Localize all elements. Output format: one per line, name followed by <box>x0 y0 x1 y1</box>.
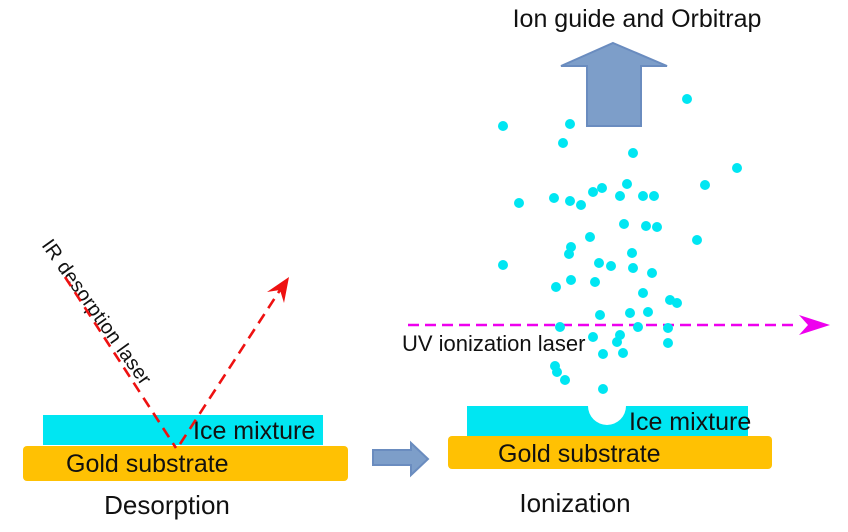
molecule-dot-icon <box>732 163 742 173</box>
molecule-dot-icon <box>565 119 575 129</box>
molecule-dot-icon <box>672 298 682 308</box>
molecule-dot-icon <box>558 138 568 148</box>
molecule-dot-icon <box>590 277 600 287</box>
up-arrow-icon <box>560 41 668 127</box>
molecule-dot-icon <box>638 191 648 201</box>
molecule-dot-icon <box>597 183 607 193</box>
right-gold-substrate-bar <box>448 436 772 469</box>
right-panel-caption: Ionization <box>519 488 631 518</box>
molecule-dot-icon <box>598 384 608 394</box>
molecule-dot-icon <box>588 187 598 197</box>
molecule-dot-icon <box>514 198 524 208</box>
molecule-dot-icon <box>560 375 570 385</box>
molecule-dot-icon <box>647 268 657 278</box>
molecule-dot-icon <box>627 248 637 258</box>
molecule-dot-icon <box>555 322 565 332</box>
left-gold-substrate-label: Gold substrate <box>66 450 229 478</box>
molecule-dot-icon <box>628 263 638 273</box>
molecule-dot-icon <box>612 337 622 347</box>
ir-laser-beam-incoming <box>63 276 178 449</box>
uv-laser-arrowhead-icon <box>799 315 830 335</box>
molecule-dot-icon <box>588 332 598 342</box>
molecule-dot-icon <box>643 307 653 317</box>
molecule-dot-icon <box>606 261 616 271</box>
molecule-dot-icon <box>564 249 574 259</box>
molecule-dot-icon <box>633 322 643 332</box>
molecule-dot-icon <box>498 260 508 270</box>
molecule-dot-icon <box>498 121 508 131</box>
molecule-dot-icon <box>628 148 638 158</box>
left-gold-substrate-bar <box>23 446 348 481</box>
molecule-dot-icon <box>615 191 625 201</box>
right-arrow-icon <box>372 440 430 478</box>
molecule-dot-icon <box>649 191 659 201</box>
ion-guide-orbitrap-label: Ion guide and Orbitrap <box>512 5 762 33</box>
molecule-dot-icon <box>625 308 635 318</box>
molecule-dot-icon <box>652 222 662 232</box>
molecule-dot-icon <box>585 232 595 242</box>
molecule-dot-icon <box>550 361 560 371</box>
right-ice-mixture-label: Ice mixture <box>629 408 752 436</box>
molecule-dot-icon <box>638 288 648 298</box>
uv-ionization-laser-label: UV ionization laser <box>402 331 586 356</box>
molecule-dot-icon <box>700 180 710 190</box>
molecule-dot-icon <box>618 348 628 358</box>
molecule-dot-icon <box>663 338 673 348</box>
molecule-dot-icon <box>595 310 605 320</box>
molecule-dot-icon <box>551 282 561 292</box>
molecule-dot-icon <box>549 193 559 203</box>
molecule-dot-icon <box>619 219 629 229</box>
molecule-dot-icon <box>598 349 608 359</box>
molecule-dot-icon <box>641 221 651 231</box>
right-gold-substrate-label: Gold substrate <box>498 440 661 468</box>
molecule-dot-icon <box>615 330 625 340</box>
molecule-dot-icon <box>594 258 604 268</box>
molecule-dot-icon <box>663 323 673 333</box>
left-panel-caption: Desorption <box>104 490 230 520</box>
ir-laser-beam-reflected <box>178 286 284 445</box>
molecule-dot-icon <box>566 275 576 285</box>
molecule-dot-icon <box>622 179 632 189</box>
left-ice-mixture-label: Ice mixture <box>193 417 316 445</box>
molecule-dot-icon <box>682 94 692 104</box>
ir-laser-arrowhead-icon <box>267 277 289 303</box>
ice-crater <box>588 387 626 425</box>
molecule-dot-icon <box>566 242 576 252</box>
molecule-dot-icon <box>576 200 586 210</box>
molecule-dot-icon <box>692 235 702 245</box>
molecule-dot-icon <box>552 367 562 377</box>
molecule-dot-icon <box>665 295 675 305</box>
molecule-dot-icon <box>565 196 575 206</box>
